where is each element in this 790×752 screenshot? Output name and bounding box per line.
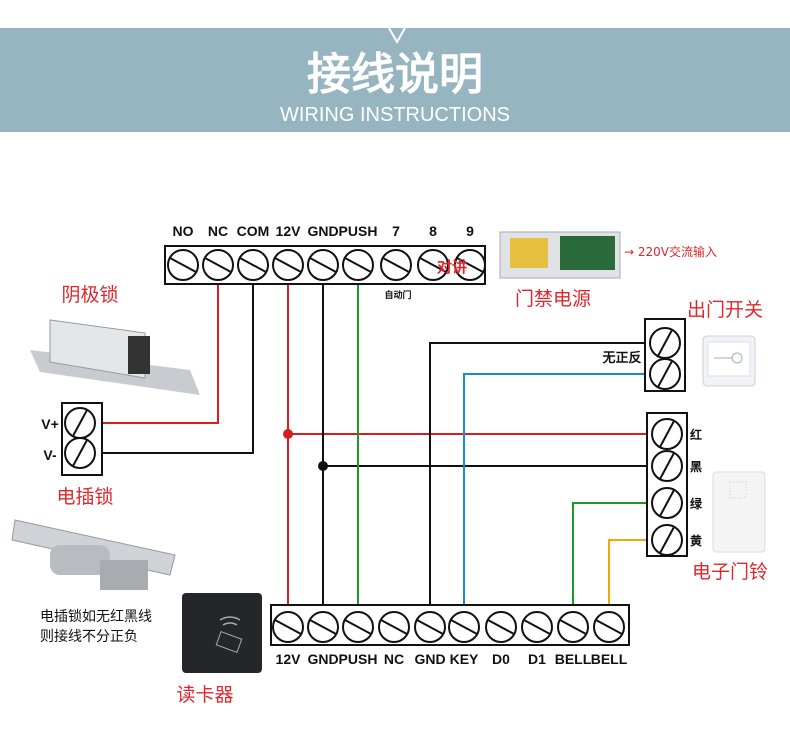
wire-bell-green xyxy=(572,502,652,613)
top-screw-nc xyxy=(202,249,234,281)
top-screw-12v xyxy=(272,249,304,281)
top-terminal-label: 12V xyxy=(276,223,302,239)
bottom-screw-bell xyxy=(593,611,625,643)
top-terminal-label: NO xyxy=(173,223,194,239)
bell-screw-1 xyxy=(651,418,683,450)
junction-gnd xyxy=(318,461,328,471)
exit-switch-title: 出门开关 xyxy=(687,299,763,321)
v-minus-label: V- xyxy=(43,447,57,463)
card-reader-image xyxy=(182,593,262,673)
bolt-lock-note-1: 电插锁如无红黑线 xyxy=(40,609,152,625)
wires xyxy=(95,283,652,613)
top-terminal-label: 8 xyxy=(429,223,437,239)
bottom-terminal-label: D0 xyxy=(492,651,510,667)
cathode-lock-image xyxy=(30,319,200,395)
bottom-screw-bell xyxy=(557,611,589,643)
bottom-terminal-label: 12V xyxy=(276,651,302,667)
bottom-terminal-label: D1 xyxy=(528,651,546,667)
bottom-screw-gnd xyxy=(414,611,446,643)
side-screws xyxy=(64,327,683,556)
auto-door-label: 自动门 xyxy=(384,289,411,301)
exit-switch-image xyxy=(702,335,756,387)
wire-gnd-to-exit xyxy=(429,342,650,613)
top-terminal-label: 9 xyxy=(466,223,474,239)
top-terminal-label: GND xyxy=(307,223,338,239)
bolt-lock-note-2: 则接线不分正负 xyxy=(40,628,138,645)
wire-bell-yellow xyxy=(608,539,652,613)
bottom-terminal-label: NC xyxy=(384,651,404,667)
bolt-lock-title: 电插锁 xyxy=(56,486,113,508)
lock-screw-vplus xyxy=(64,407,96,439)
bottom-screw-12v xyxy=(272,611,304,643)
bottom-terminal-label: BELL xyxy=(555,651,592,667)
doorbell-title: 电子门铃 xyxy=(692,561,768,583)
bottom-terminal-label: KEY xyxy=(450,651,479,667)
bottom-terminal-label: GND xyxy=(414,651,445,667)
bell-screw-2 xyxy=(651,450,683,482)
top-screw-com xyxy=(237,249,269,281)
wire-label-red: 红 xyxy=(690,427,702,442)
bell-screw-3 xyxy=(651,487,683,519)
cathode-lock-title: 阴极锁 xyxy=(61,284,118,306)
power-supply-image xyxy=(499,231,621,279)
wire-label-black: 黑 xyxy=(690,460,702,474)
lock-screw-vminus xyxy=(64,437,96,469)
top-terminal-label: NC xyxy=(208,223,228,239)
header-band xyxy=(0,28,790,132)
top-terminal-label: PUSH xyxy=(339,223,378,239)
top-terminal-label: 7 xyxy=(392,223,400,239)
bottom-terminal-label: PUSH xyxy=(339,651,378,667)
top-screw-no xyxy=(167,249,199,281)
bottom-screw-nc xyxy=(378,611,410,643)
top-screw-7 xyxy=(380,249,412,281)
wire-label-yellow: 黄 xyxy=(690,533,702,548)
bolt-lock-image xyxy=(11,519,176,590)
wire-com-to-vminus xyxy=(95,283,254,454)
bottom-terminal-label: BELL xyxy=(591,651,628,667)
top-screw-push xyxy=(342,249,374,281)
power-supply-title: 门禁电源 xyxy=(515,288,591,310)
junction-12v xyxy=(283,429,293,439)
doorbell-image xyxy=(712,471,766,553)
card-reader-title: 读卡器 xyxy=(176,684,233,706)
wire-key-to-exit xyxy=(463,373,650,613)
bottom-screw-gnd xyxy=(307,611,339,643)
wire-nc-to-vplus xyxy=(95,283,219,424)
top-screw-gnd xyxy=(307,249,339,281)
bottom-terminal-label: GND xyxy=(307,651,338,667)
exit-screw-1 xyxy=(649,327,681,359)
top-screw-9 xyxy=(454,249,486,281)
bottom-screw-d0 xyxy=(485,611,517,643)
top-screw-8 xyxy=(417,249,449,281)
v-plus-label: V+ xyxy=(41,416,59,432)
header-title: 接线说明 xyxy=(307,49,483,100)
bell-screw-4 xyxy=(651,524,683,556)
bottom-screw-push xyxy=(342,611,374,643)
power-input-note: → 220V交流输入 xyxy=(624,244,717,259)
header-subtitle: WIRING INSTRUCTIONS xyxy=(280,104,510,126)
top-terminal-label: COM xyxy=(237,223,270,239)
bottom-screw-d1 xyxy=(521,611,553,643)
wire-label-green: 绿 xyxy=(690,496,703,511)
notch-icon xyxy=(388,27,406,45)
intercom-label: 对讲 xyxy=(437,258,467,276)
bottom-screw-key xyxy=(448,611,480,643)
no-polarity-label: 无正反 xyxy=(601,350,641,366)
exit-screw-2 xyxy=(649,358,681,390)
